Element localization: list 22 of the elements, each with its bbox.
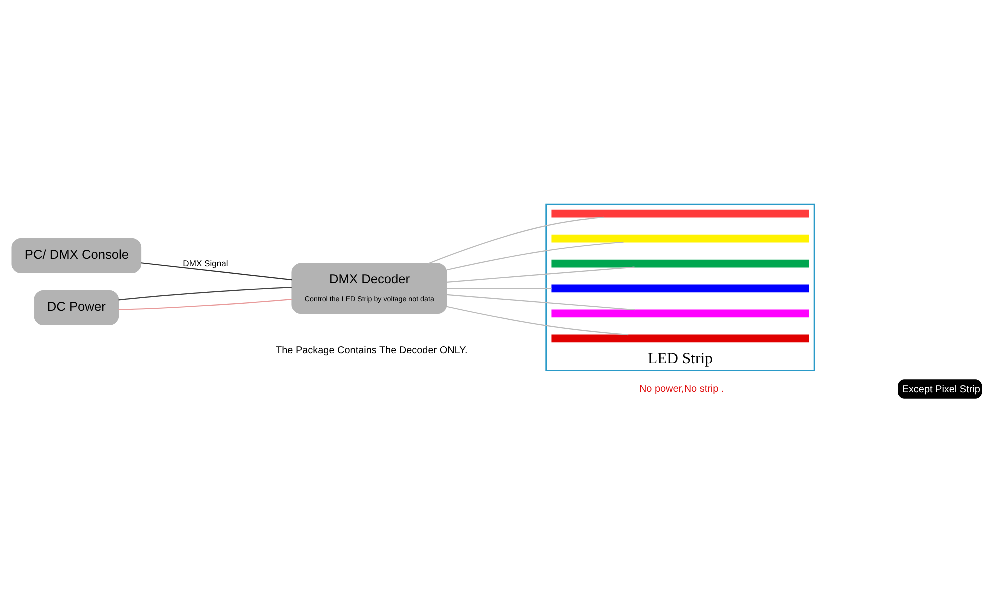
label: The Package Contains The Decoder ONLY. bbox=[276, 344, 468, 356]
node-bar bbox=[552, 334, 810, 342]
node-bar bbox=[552, 209, 810, 218]
connector bbox=[446, 241, 624, 270]
label: Except Pixel Strip bbox=[902, 384, 980, 395]
label: No power,No strip . bbox=[639, 383, 724, 394]
node-box: DC Power bbox=[34, 290, 120, 325]
edge-label: DMX Signal bbox=[183, 258, 228, 268]
connector bbox=[446, 294, 636, 310]
node-bar bbox=[552, 309, 810, 318]
cluster: LED Strip bbox=[546, 203, 816, 371]
connector bbox=[118, 286, 292, 300]
node-bar bbox=[552, 259, 810, 268]
connector bbox=[118, 298, 292, 310]
node-bar bbox=[552, 234, 810, 242]
connector bbox=[141, 262, 292, 280]
node-box: PC/ DMX Console bbox=[12, 238, 142, 273]
connector bbox=[446, 288, 552, 289]
connector bbox=[446, 306, 629, 336]
node-bar bbox=[552, 284, 810, 292]
connector bbox=[446, 266, 635, 282]
connector bbox=[428, 216, 604, 264]
